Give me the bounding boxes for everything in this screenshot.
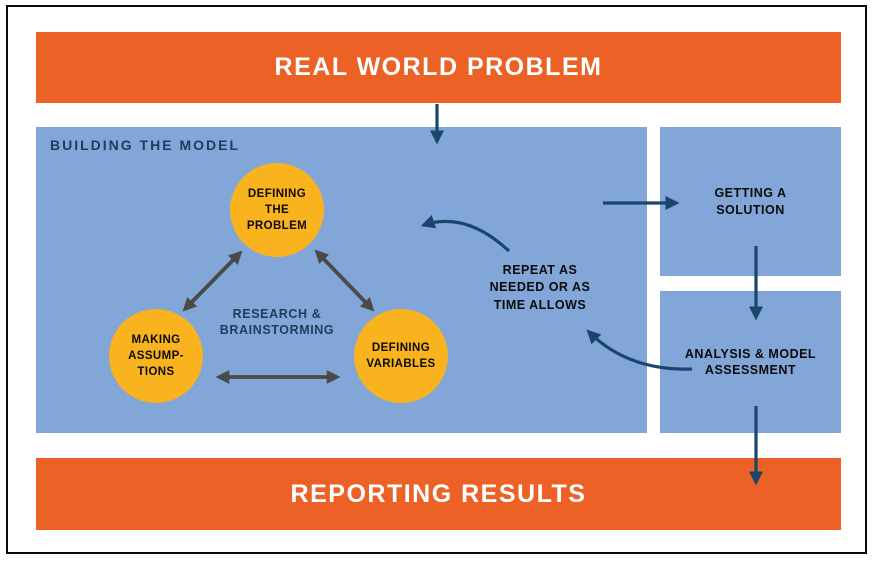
real-world-problem-banner: REAL WORLD PROBLEM	[36, 32, 841, 103]
analysis-model-assessment-label: ANALYSIS & MODEL ASSESSMENT	[684, 346, 817, 377]
defining-variables-circle: DEFINING VARIABLES	[354, 309, 448, 403]
defining-variables-label: DEFINING VARIABLES	[366, 341, 436, 370]
defining-the-problem-label: DEFINING THE PROBLEM	[246, 187, 308, 233]
getting-a-solution-label: GETTING A SOLUTION	[714, 186, 787, 217]
making-assumptions-circle: MAKING ASSUMP- TIONS	[109, 309, 203, 403]
defining-the-problem-circle: DEFINING THE PROBLEM	[230, 163, 324, 257]
real-world-problem-label: REAL WORLD PROBLEM	[274, 53, 603, 81]
reporting-results-label: REPORTING RESULTS	[290, 479, 587, 508]
building-the-model-label: BUILDING THE MODEL	[50, 137, 240, 153]
analysis-model-assessment-box: ANALYSIS & MODEL ASSESSMENT	[660, 291, 841, 433]
research-brainstorming-note: RESEARCH & BRAINSTORMING	[219, 307, 335, 338]
outer-border	[6, 5, 867, 554]
repeat-as-needed-note: REPEAT AS NEEDED OR AS TIME ALLOWS	[489, 263, 591, 312]
making-assumptions-label: MAKING ASSUMP- TIONS	[128, 333, 184, 379]
getting-a-solution-box: GETTING A SOLUTION	[660, 127, 841, 276]
reporting-results-banner: REPORTING RESULTS	[36, 458, 841, 530]
